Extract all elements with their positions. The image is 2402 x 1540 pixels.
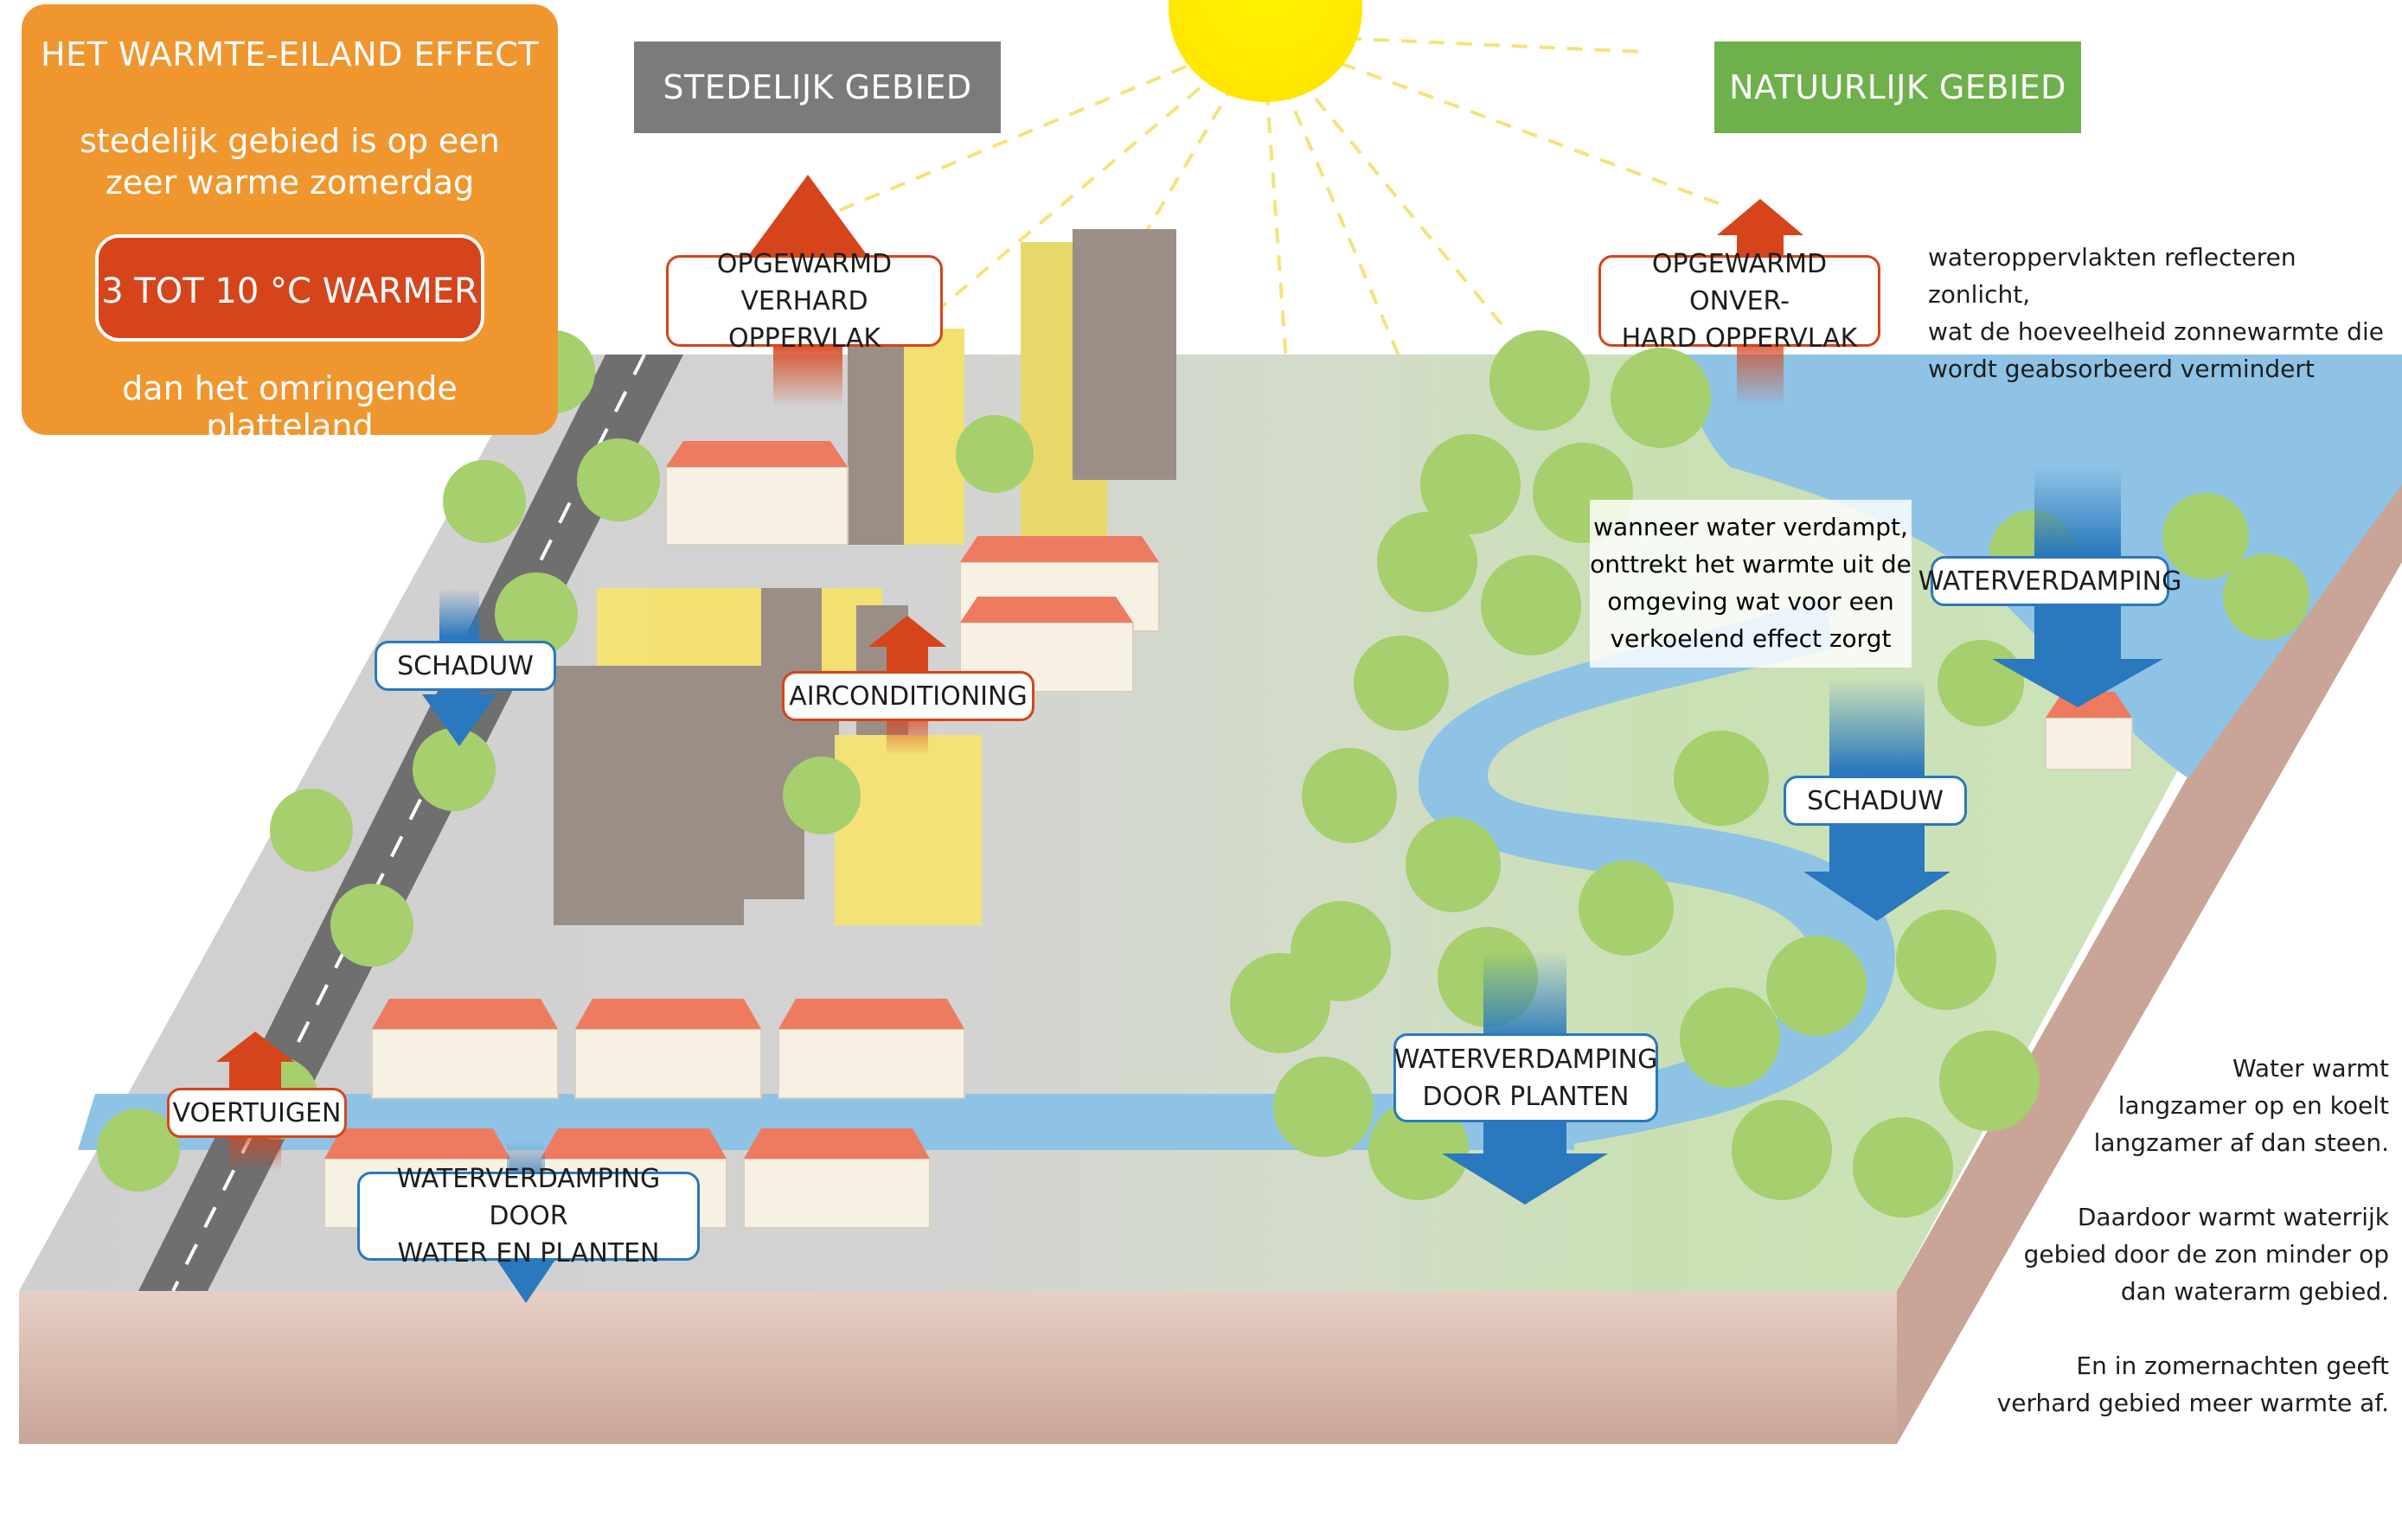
label-evap-water-plants-line-1: WATERVERDAMPING DOOR bbox=[396, 1164, 661, 1231]
info-text-line-1: stedelijk gebied is op een bbox=[80, 122, 500, 160]
note-water-reflection-line-1: wateroppervlakten reflecteren zonlicht, bbox=[1928, 243, 2296, 309]
note-bottom-line-9: En in zomernachten geeft bbox=[2076, 1351, 2389, 1380]
label-evaporation-water-plants: WATERVERDAMPING DOOR WATER EN PLANTEN bbox=[357, 1164, 700, 1268]
nature-area-header: NATUURLIJK GEBIED bbox=[1714, 42, 2081, 133]
label-heated-unpaved-surface: OPGEWARMD ONVER- HARD OPPERVLAK bbox=[1598, 249, 1880, 354]
note-water-vs-stone: Water warmt langzamer op en koelt langza… bbox=[1997, 1050, 2389, 1422]
label-evap-plants-line-2: DOOR PLANTEN bbox=[1422, 1081, 1630, 1112]
note-bottom-line-6: gebied door de zon minder op bbox=[2023, 1240, 2389, 1268]
label-water-evaporation: WATERVERDAMPING bbox=[1918, 556, 2181, 606]
label-heated-unpaved-line-2: HARD OPPERVLAK bbox=[1621, 323, 1858, 354]
label-shade-nature: SCHADUW bbox=[1784, 776, 1967, 826]
note-bottom-line-10: verhard gebied meer warmte af. bbox=[1996, 1389, 2389, 1417]
note-bottom-line-5: Daardoor warmt waterrijk bbox=[2077, 1203, 2389, 1231]
note-evaporation-line-2: onttrekt het warmte uit de bbox=[1590, 550, 1912, 578]
label-heated-paved-line-2: VERHARD OPPERVLAK bbox=[727, 285, 881, 354]
note-spacer bbox=[1997, 1310, 2389, 1347]
urban-area-header: STEDELIJK GEBIED bbox=[634, 42, 1001, 133]
info-text-line-2: zeer warme zomerdag bbox=[105, 163, 475, 201]
info-footer: dan het omringende platteland bbox=[122, 369, 458, 445]
label-shade-city: SCHADUW bbox=[375, 641, 556, 691]
temperature-badge: 3 TOT 10 °C WARMER bbox=[95, 234, 484, 342]
note-bottom-line-3: langzamer af dan steen. bbox=[2093, 1128, 2389, 1157]
label-evap-water-plants-line-2: WATER EN PLANTEN bbox=[397, 1238, 660, 1268]
note-water-reflection-line-3: wordt geabsorbeerd vermindert bbox=[1928, 355, 2315, 383]
label-vehicles: VOERTUIGEN bbox=[167, 1088, 347, 1138]
ground-block-side bbox=[19, 1291, 1897, 1444]
note-bottom-line-2: langzamer op en koelt bbox=[2117, 1091, 2389, 1120]
label-heated-unpaved-line-1: OPGEWARMD ONVER- bbox=[1651, 248, 1828, 316]
label-evaporation-plants: WATERVERDAMPING DOOR PLANTEN bbox=[1393, 1033, 1658, 1122]
label-evap-plants-line-1: WATERVERDAMPING bbox=[1393, 1044, 1658, 1075]
info-box: HET WARMTE-EILAND EFFECT stedelijk gebie… bbox=[22, 4, 558, 445]
note-evaporation-line-3: omgeving wat voor een bbox=[1607, 587, 1894, 616]
info-title: HET WARMTE-EILAND EFFECT bbox=[41, 35, 539, 73]
note-bottom-line-7: dan waterarm gebied. bbox=[2120, 1277, 2389, 1306]
label-heated-paved-surface: OPGEWARMD VERHARD OPPERVLAK bbox=[666, 249, 943, 354]
note-spacer bbox=[1997, 1161, 2389, 1198]
nature-trees bbox=[1230, 330, 2309, 1217]
note-water-reflection: wateroppervlakten reflecteren zonlicht, … bbox=[1928, 239, 2402, 387]
label-heated-paved-line-1: OPGEWARMD bbox=[716, 248, 893, 279]
info-text: stedelijk gebied is op een zeer warme zo… bbox=[56, 120, 523, 203]
note-water-reflection-line-2: wat de hoeveelheid zonnewarmte die bbox=[1928, 317, 2384, 346]
note-evaporation-line-1: wanneer water verdampt, bbox=[1593, 513, 1908, 541]
note-bottom-line-1: Water warmt bbox=[2232, 1054, 2389, 1083]
note-evaporation-line-4: verkoelend effect zorgt bbox=[1610, 624, 1892, 653]
note-evaporation: wanneer water verdampt, onttrekt het war… bbox=[1590, 500, 1912, 668]
label-airconditioning: AIRCONDITIONING bbox=[782, 671, 1034, 721]
